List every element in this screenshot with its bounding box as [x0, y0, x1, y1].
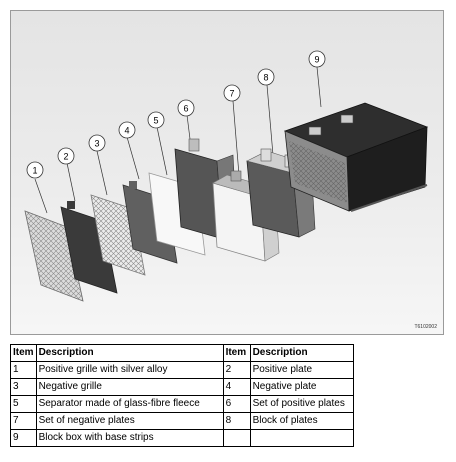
row-item-2: [222, 429, 251, 447]
row-description-2: Negative plate: [249, 378, 355, 396]
table-row: 9 Block box with base strips: [10, 429, 355, 447]
svg-text:5: 5: [153, 116, 158, 126]
callout-2: 2: [57, 147, 75, 165]
table-row: 1 Positive grille with silver alloy 2 Po…: [10, 361, 355, 379]
row-description-2: Positive plate: [249, 361, 355, 379]
exploded-battery-diagram: 1 2 3 4 5 6 7 8: [10, 10, 444, 335]
row-description: Negative grille: [35, 378, 224, 396]
callout-3: 3: [88, 134, 106, 152]
row-item-2: 2: [222, 361, 251, 379]
header-item: Item: [10, 344, 37, 362]
header-description: Description: [35, 344, 224, 362]
legend-table: Item Description Item Description 1 Posi…: [10, 344, 355, 447]
row-item-2: 6: [222, 395, 251, 413]
svg-text:2: 2: [63, 152, 68, 162]
callout-6: 6: [177, 99, 195, 117]
svg-text:1: 1: [32, 166, 37, 176]
row-description: Separator made of glass-fibre fleece: [35, 395, 224, 413]
row-description-2: [249, 429, 355, 447]
svg-text:3: 3: [94, 139, 99, 149]
battery-illustration: 1 2 3 4 5 6 7 8: [24, 50, 429, 302]
figure-code: T6102002: [414, 324, 437, 330]
svg-text:8: 8: [263, 73, 268, 83]
row-item: 1: [10, 361, 37, 379]
block-box-shape: [283, 102, 429, 212]
callout-4: 4: [118, 121, 136, 139]
row-item: 9: [10, 429, 37, 447]
row-item-2: 8: [222, 412, 251, 430]
row-description: Block box with base strips: [35, 429, 224, 447]
row-description: Set of negative plates: [35, 412, 224, 430]
svg-text:7: 7: [229, 89, 234, 99]
callout-7: 7: [223, 84, 241, 102]
row-description: Positive grille with silver alloy: [35, 361, 224, 379]
callout-5: 5: [147, 111, 165, 129]
table-row: 7 Set of negative plates 8 Block of plat…: [10, 412, 355, 430]
row-item: 7: [10, 412, 37, 430]
svg-text:9: 9: [314, 55, 319, 65]
svg-text:6: 6: [183, 104, 188, 114]
row-item: 5: [10, 395, 37, 413]
row-item-2: 4: [222, 378, 251, 396]
row-description-2: Set of positive plates: [249, 395, 355, 413]
row-item: 3: [10, 378, 37, 396]
callout-8: 8: [257, 68, 275, 86]
callout-9: 9: [308, 50, 326, 68]
svg-text:4: 4: [124, 126, 129, 136]
row-description-2: Block of plates: [249, 412, 355, 430]
table-row: 3 Negative grille 4 Negative plate: [10, 378, 355, 396]
header-item-2: Item: [222, 344, 251, 362]
header-description-2: Description: [249, 344, 355, 362]
positive-grille-shape: [24, 210, 84, 302]
callout-1: 1: [26, 161, 44, 179]
legend-header-row: Item Description Item Description: [10, 344, 355, 362]
table-row: 5 Separator made of glass-fibre fleece 6…: [10, 395, 355, 413]
